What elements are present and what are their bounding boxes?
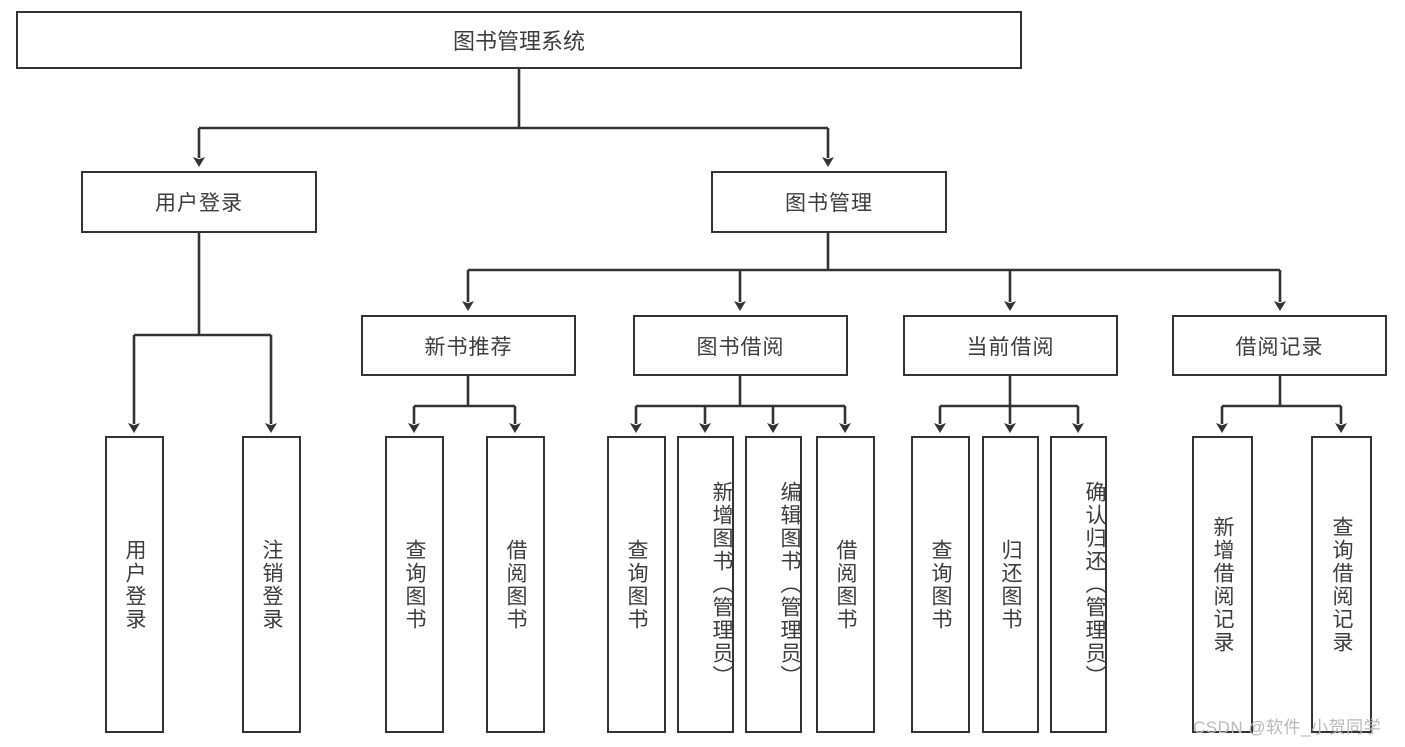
node-borrow-record[interactable]: 借阅记录 — [1172, 315, 1387, 376]
node-current-borrow[interactable]: 当前借阅 — [903, 315, 1118, 376]
node-label: 用户登录 — [123, 538, 146, 631]
leaf-book-borrow-query-book[interactable]: 查询图书 — [607, 436, 666, 733]
node-label: 确认归还（管理员） — [1083, 481, 1106, 688]
leaf-book-borrow-edit-book-admin[interactable]: 编辑图书（管理员） — [745, 436, 802, 733]
node-label: 查询图书 — [625, 538, 648, 631]
leaf-borrow-record-add-record[interactable]: 新增借阅记录 — [1192, 436, 1253, 733]
node-root-book-management-system[interactable]: 图书管理系统 — [16, 11, 1022, 69]
node-label: 新书推荐 — [424, 335, 513, 359]
node-new-book-recommend[interactable]: 新书推荐 — [361, 315, 576, 376]
node-label: 图书管理 — [785, 192, 873, 215]
node-label: 新增图书（管理员） — [710, 481, 733, 688]
node-label: 借阅记录 — [1235, 335, 1324, 359]
node-label: 借阅图书 — [504, 538, 527, 631]
node-label: 编辑图书（管理员） — [778, 481, 801, 688]
node-label: 图书管理系统 — [452, 29, 585, 54]
leaf-book-borrow-add-book-admin[interactable]: 新增图书（管理员） — [677, 436, 734, 733]
node-label: 归还图书 — [999, 538, 1022, 631]
node-label: 注销登录 — [260, 538, 283, 631]
leaf-current-borrow-return-book[interactable]: 归还图书 — [982, 436, 1039, 733]
leaf-book-borrow-borrow-book[interactable]: 借阅图书 — [816, 436, 875, 733]
node-label: 用户登录 — [155, 192, 243, 215]
leaf-user-login-login[interactable]: 用户登录 — [105, 436, 164, 733]
node-label: 图书借阅 — [696, 335, 785, 359]
node-book-management[interactable]: 图书管理 — [711, 171, 947, 233]
leaf-new-book-borrow-book[interactable]: 借阅图书 — [486, 436, 545, 733]
node-label: 查询图书 — [403, 538, 426, 631]
leaf-current-borrow-confirm-return-admin[interactable]: 确认归还（管理员） — [1050, 436, 1107, 733]
node-label: 当前借阅 — [966, 335, 1055, 359]
leaf-borrow-record-query-record[interactable]: 查询借阅记录 — [1311, 436, 1372, 733]
node-book-borrow[interactable]: 图书借阅 — [633, 315, 848, 376]
leaf-current-borrow-query-book[interactable]: 查询图书 — [911, 436, 970, 733]
node-label: 查询图书 — [929, 538, 952, 631]
node-label: 新增借阅记录 — [1211, 515, 1234, 654]
node-user-login[interactable]: 用户登录 — [81, 171, 317, 233]
node-label: 查询借阅记录 — [1330, 515, 1353, 654]
watermark: CSDN @软件_小贺同学 — [1193, 718, 1382, 737]
leaf-user-login-logout[interactable]: 注销登录 — [242, 436, 301, 733]
node-label: 借阅图书 — [834, 538, 857, 631]
leaf-new-book-query-book[interactable]: 查询图书 — [385, 436, 444, 733]
